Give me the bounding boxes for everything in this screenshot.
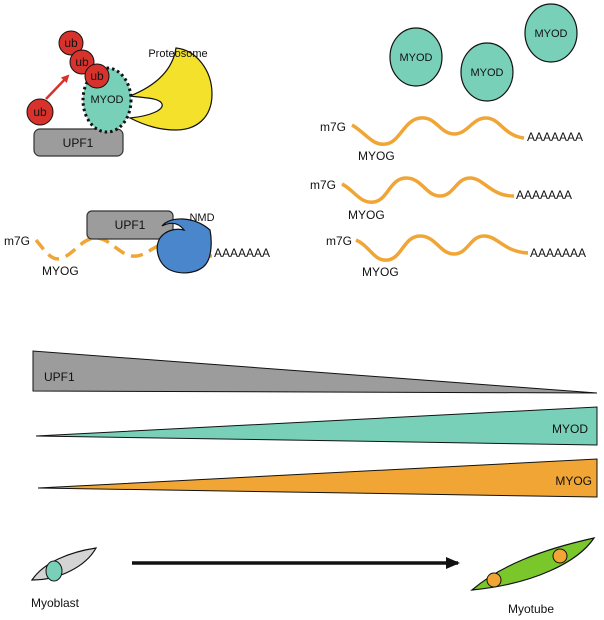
myotube-nucleus: [552, 548, 568, 564]
myog-mrna: [351, 116, 525, 146]
upf1-protein: [33, 128, 124, 157]
myotube-label: Myotube: [508, 602, 554, 616]
myod-label: MYOD: [91, 94, 124, 106]
gene-label: MYOG: [362, 265, 399, 279]
gene-label: MYOG: [42, 264, 79, 278]
nmd-panel: m7G MYOG UPF1 NMD AAAAAAA: [4, 210, 270, 278]
cap-label: m7G: [310, 178, 336, 192]
gene-label: MYOG: [358, 149, 395, 163]
myoblast-nucleus: [45, 560, 63, 582]
myoblast-label: Myoblast: [31, 596, 80, 610]
myotube-cell: [470, 537, 596, 591]
ubiquitination-arrow: [45, 74, 70, 100]
myog-mrna: [355, 234, 529, 262]
myog-gradient-label: MYOG: [555, 474, 592, 488]
ubiquitin: [84, 63, 110, 89]
myoblast-cell: [30, 547, 98, 582]
myod-label: MYOD: [535, 28, 568, 40]
myod-protein: [460, 42, 514, 102]
degradation-panel: UPF1 MYOD Proteosome ub ub ub ub: [26, 30, 213, 157]
myog-gradient: [37, 458, 598, 498]
upf1-label: UPF1: [63, 136, 94, 150]
polya-tail: AAAAAAA: [516, 188, 572, 202]
myotube-nucleus: [486, 572, 502, 588]
myod-gradient-label: MYOD: [552, 422, 588, 436]
expression-gradients: UPF1 MYOD MYOG: [32, 350, 598, 498]
differentiation: Myoblast Myotube: [30, 537, 596, 616]
cap-label: m7G: [320, 120, 346, 134]
gene-label: MYOG: [348, 208, 385, 222]
ubiquitin-label: ub: [90, 69, 104, 83]
upf1-label: UPF1: [115, 218, 146, 232]
ubiquitin-label: ub: [75, 55, 89, 69]
polya-tail: AAAAAAA: [214, 246, 270, 260]
stable-panel: MYOD MYOD MYOD m7G MYOG AAAAAAA m7G MYOG…: [310, 3, 586, 279]
myod-label: MYOD: [471, 67, 504, 79]
myod-protein: [524, 3, 578, 63]
polya-tail: AAAAAAA: [530, 246, 586, 260]
upf1-gradient: [32, 350, 598, 394]
polya-tail: AAAAAAA: [527, 130, 583, 144]
ubiquitin: [58, 30, 84, 56]
ubiquitin-free: [26, 98, 54, 126]
myog-mrna: [341, 176, 515, 204]
cap-label: m7G: [4, 234, 30, 248]
myod-label: MYOD: [400, 52, 433, 64]
nmd-label: NMD: [189, 212, 214, 224]
proteasome-label: Proteosome: [148, 48, 207, 60]
myod-protein: [389, 27, 443, 87]
upf1-protein: [86, 210, 174, 240]
upf1-gradient-label: UPF1: [44, 370, 75, 384]
ubiquitin-label: ub: [33, 105, 47, 119]
nmd-complex: [156, 218, 212, 274]
myod-gradient: [35, 406, 598, 446]
ubiquitin-label: ub: [64, 36, 78, 50]
proteasome: [127, 47, 213, 131]
cap-label: m7G: [326, 234, 352, 248]
